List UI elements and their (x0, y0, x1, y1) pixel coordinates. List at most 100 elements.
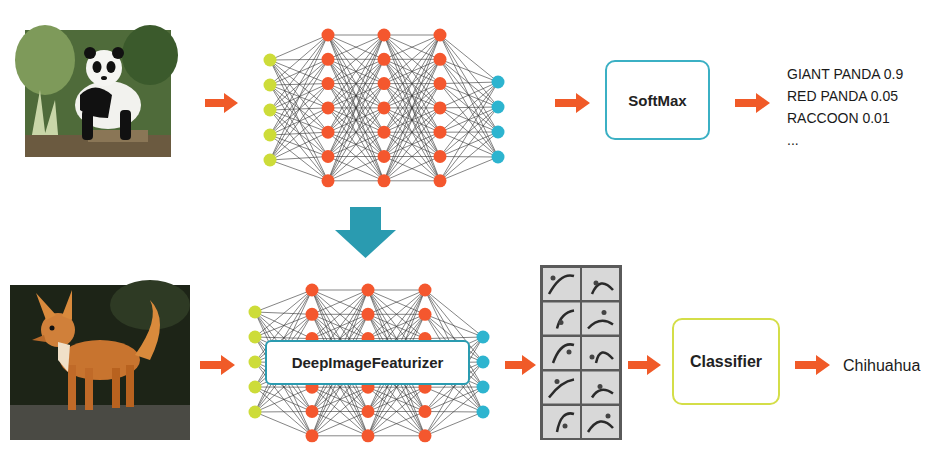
network-part (378, 126, 391, 139)
feature-map-image-part-part (567, 350, 572, 355)
feature-map-image-part-part (549, 275, 574, 294)
network-part (270, 35, 328, 85)
network-part (306, 284, 319, 297)
transfer-arrow-part (335, 207, 396, 258)
panda-photo-part (88, 130, 148, 142)
network-part (434, 101, 447, 114)
network-part (249, 331, 262, 344)
network-part (440, 84, 498, 157)
network-part (328, 108, 384, 181)
softmax-box: SoftMax (605, 60, 710, 140)
network-part (434, 29, 447, 42)
transfer-arrow (335, 207, 396, 258)
network-part (328, 35, 384, 157)
feature-map-image-part-part (588, 421, 613, 432)
feature-map-image-part-part (582, 406, 619, 438)
network-part (328, 35, 384, 132)
class-score: GIANT PANDA 0.9 (787, 66, 903, 82)
network-part (270, 35, 328, 135)
network-part (440, 107, 498, 181)
network-part (255, 411, 312, 413)
network-part (440, 108, 498, 157)
network-part (384, 108, 440, 181)
dog-photo-part (36, 290, 72, 320)
network-part (419, 429, 432, 442)
network-part (419, 308, 432, 321)
network-part (384, 35, 440, 132)
panda-photo (15, 25, 178, 157)
network-part (270, 60, 328, 84)
network-part (328, 35, 384, 36)
panda-photo-part (122, 25, 178, 85)
network-part (249, 406, 262, 419)
network-part (477, 331, 490, 344)
network-part (328, 157, 384, 181)
network-part (384, 132, 440, 181)
network-part (312, 290, 368, 314)
network-part (368, 290, 425, 291)
feature-map-image-part-part (596, 352, 613, 363)
feature-map-image-part-part (543, 303, 580, 335)
feature-map-image-part-part (543, 406, 580, 438)
network-part (384, 35, 440, 157)
network-part (492, 101, 505, 114)
feature-map-image-part (540, 265, 622, 440)
network-part (434, 174, 447, 187)
panda-photo-part (120, 110, 131, 140)
network-part (440, 59, 498, 107)
network-part (312, 412, 368, 436)
class-score: RACCOON 0.01 (787, 110, 890, 126)
network-part (368, 412, 425, 436)
network-part (440, 59, 498, 132)
network-part (384, 108, 440, 181)
feature-map-image-part-part (555, 379, 560, 384)
network-part (322, 101, 335, 114)
network-part (328, 35, 384, 181)
network-part (322, 53, 335, 66)
network-part (384, 35, 440, 108)
network-part (378, 150, 391, 163)
network-part (322, 174, 335, 187)
network-part (322, 126, 335, 139)
network-part (425, 290, 483, 337)
network-part (328, 35, 384, 84)
network-part (312, 387, 368, 436)
network-part (306, 405, 319, 418)
network-part (270, 132, 328, 160)
network-part (312, 290, 368, 314)
flow-arrow-part (795, 355, 830, 375)
network-part (270, 157, 328, 161)
network-part (249, 381, 262, 394)
feature-map-image-part-part (582, 268, 619, 300)
class-score: RED PANDA 0.05 (787, 88, 898, 104)
network-part (368, 387, 425, 436)
feature-map-image-part-part (543, 268, 580, 300)
feature-map-image-part-part (551, 276, 556, 281)
network-part (362, 429, 375, 442)
network-part (378, 101, 391, 114)
box-label: SoftMax (628, 92, 686, 109)
feature-map-image-part-part (594, 281, 599, 286)
network-part (270, 135, 328, 157)
network-part (270, 59, 328, 160)
network-part (270, 108, 328, 160)
network-part (440, 35, 498, 132)
network (249, 284, 490, 443)
network-part (384, 35, 440, 59)
feature-map-image-part-part (590, 355, 595, 360)
network-part (440, 132, 498, 181)
network-part (255, 290, 312, 337)
network-part (419, 284, 432, 297)
dog-photo-part (135, 300, 160, 360)
network-part (270, 85, 328, 108)
classifier-box: Classifier (672, 318, 780, 405)
network-part (440, 59, 498, 157)
network-part (328, 180, 384, 181)
dog-photo-part (50, 326, 55, 331)
dog-photo-part (112, 368, 120, 408)
class-score: ... (787, 132, 799, 148)
network-part (434, 126, 447, 139)
network-part (384, 35, 440, 132)
dog-photo-part (10, 405, 190, 440)
network-part (368, 290, 425, 339)
